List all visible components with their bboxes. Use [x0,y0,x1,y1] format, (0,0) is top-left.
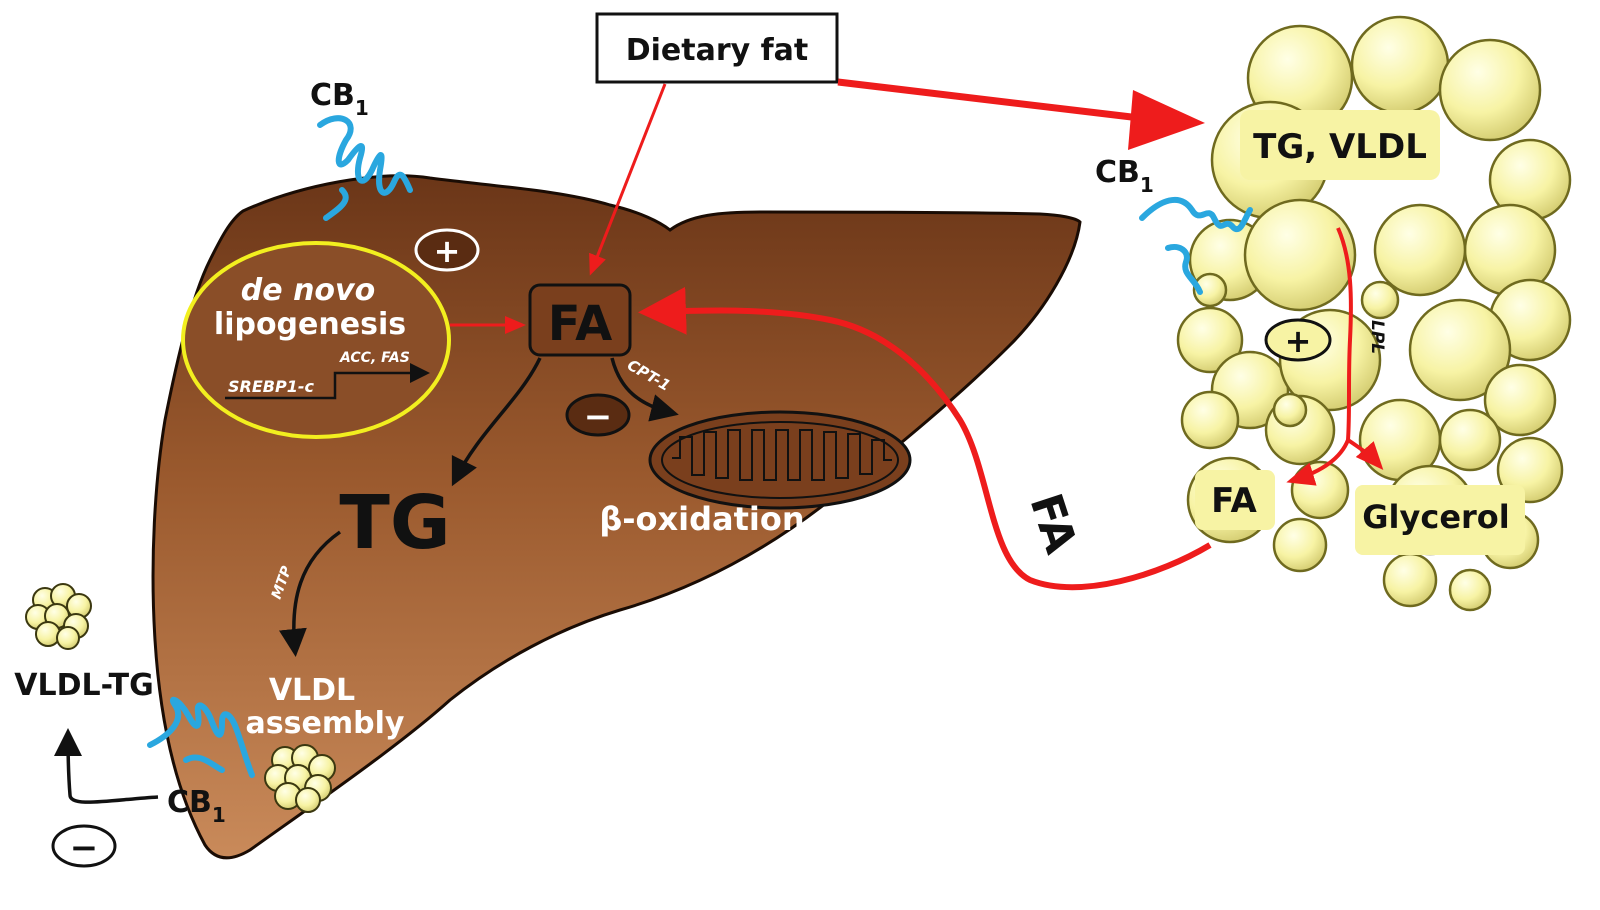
vldl-particle-secreted-icon [25,583,92,650]
dietary-fat-label: Dietary fat [626,33,809,68]
fa-to-tg-arrow [451,357,542,487]
vldl-assembly-label-line1: VLDL [269,673,355,708]
tg-vldl-backdrop [1240,110,1440,180]
fa-transport-label: FA [1020,488,1087,560]
inhibition-sign-secretion: − [51,824,117,868]
fa-liver-box [528,283,632,357]
svg-text:−: − [70,828,99,868]
cb1-adipose-label: CB1 [1095,155,1154,197]
de-novo-label: de novo [241,273,375,308]
tg-liver-label: TG [339,480,450,566]
svg-text:−: − [584,397,613,437]
vldl-tg-label: VLDL-TG [14,668,153,703]
fa-backdrop [1195,470,1275,530]
lipolysis-arrow [1336,227,1353,441]
fa-to-beta-oxidation-arrow [610,357,679,422]
fa-transport-arrow [638,286,1212,591]
lipolysis-to-fa-arrow [1286,439,1350,486]
dietary-to-adipose-arrow [837,78,1141,122]
fa-adipose-label: FA [1211,481,1257,521]
tg-vldl-label: TG, VLDL [1253,127,1427,167]
cb1-receptor-bottom-icon [147,696,255,778]
cb1-receptor-top-icon [317,115,413,221]
cb1-top-label: CB1 [310,78,369,120]
srebp1c-label: SREBP1-c [228,377,314,396]
lipolysis-to-glycerol-arrow [1346,438,1384,470]
lipogenesis-ring [181,241,451,439]
dietary-to-fa-arrow [589,83,667,276]
glycerol-backdrop [1355,485,1525,555]
inhibition-sign-liver: − [565,393,631,437]
tg-to-vldl-arrow [278,530,342,657]
gene-activation-arrow [225,363,430,400]
stimulation-sign-liver: + [414,228,480,272]
stimulation-sign-adipose: + [1264,318,1332,362]
glycerol-label: Glycerol [1362,498,1510,536]
svg-text:+: + [1285,322,1312,360]
acc-fas-label: ACC, FAS [339,350,410,366]
fa-liver-label: FA [548,296,612,352]
dietary-to-adipose-arrowhead [1128,90,1205,150]
dietary-fat-box [595,12,839,84]
cb1-receptor-adipose-icon [1139,197,1253,295]
vldl-particle-liver-icon [264,744,336,813]
mitochondrion-icon [648,410,912,510]
vldl-secretion-arrow [54,728,159,804]
vldl-assembly-label-line2: assembly [246,706,405,741]
lpl-label: LPL [1367,320,1387,354]
lipogenesis-label: lipogenesis [214,307,406,342]
cb1-bottom-label: CB1 [167,785,226,827]
svg-text:+: + [434,232,461,270]
beta-oxidation-label: β-oxidation [599,500,804,538]
